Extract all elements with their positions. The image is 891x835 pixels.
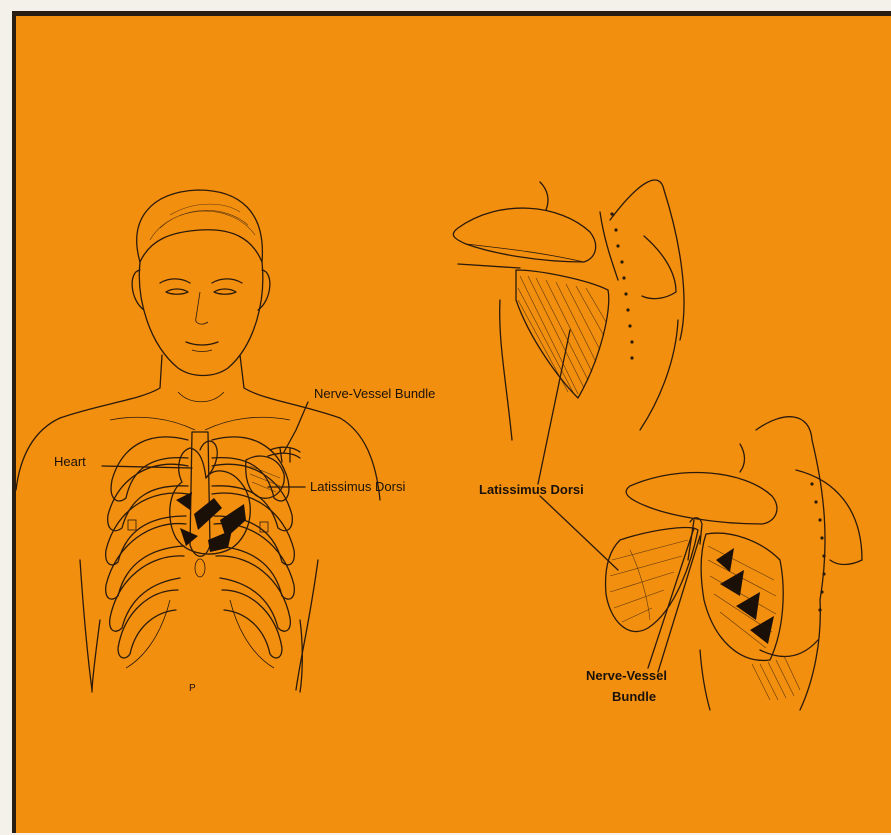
label-nerve-vessel-back-line1: Nerve-Vessel [586,668,667,683]
small-mark: P [189,683,196,694]
label-nerve-vessel-bundle-front: Nerve-Vessel Bundle [314,386,435,401]
label-latissimus-dorsi-back: Latissimus Dorsi [479,482,584,497]
label-heart: Heart [54,454,86,469]
back-view-upper [453,180,684,440]
front-view-figure [16,190,380,692]
back-view-lower [606,417,862,710]
label-latissimus-dorsi-front: Latissimus Dorsi [310,479,405,494]
label-nerve-vessel-back-line2: Bundle [612,689,656,704]
